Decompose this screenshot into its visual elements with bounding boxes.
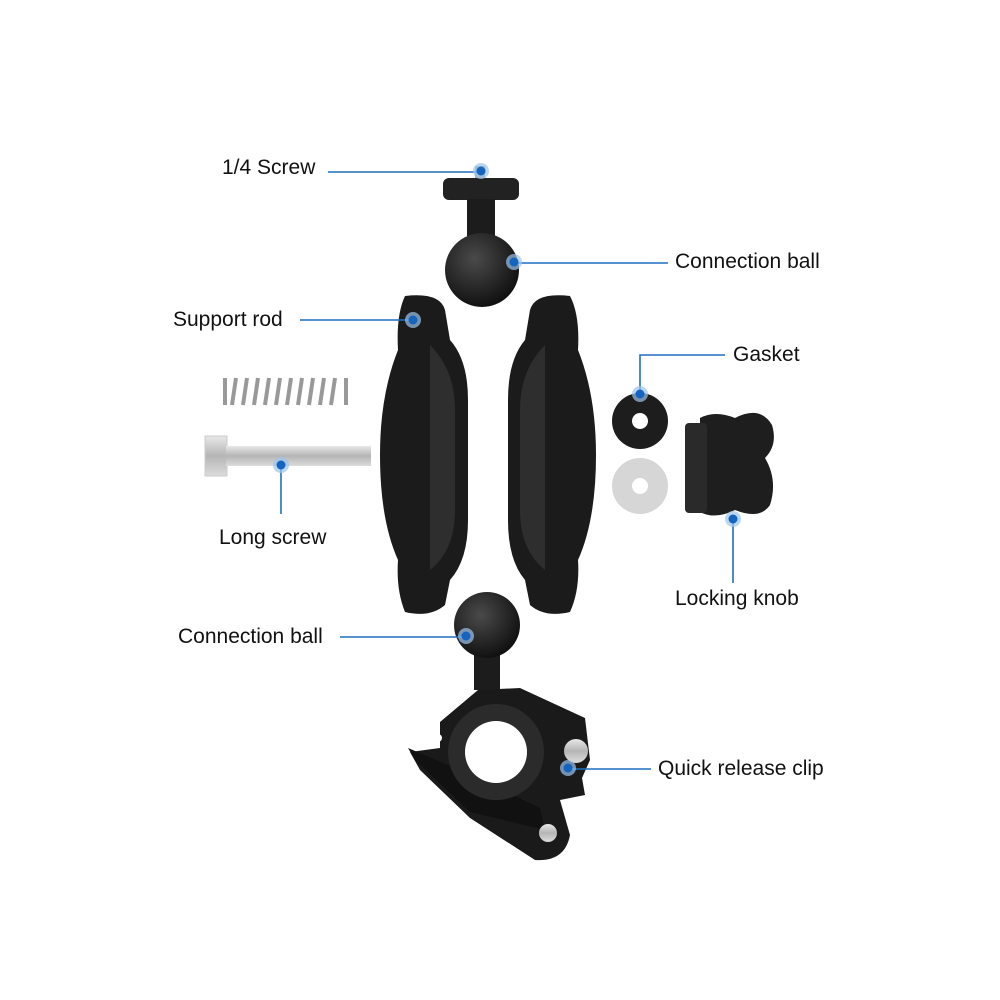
label-long-screw: Long screw	[219, 526, 327, 549]
label-connection-ball-bottom: Connection ball	[178, 625, 323, 648]
callout-dot	[632, 386, 648, 402]
callout-dot	[273, 457, 289, 473]
quick-release-clip-part	[408, 688, 590, 861]
label-support-rod: Support rod	[173, 308, 283, 331]
callout-dot	[560, 760, 576, 776]
long-screw-part	[204, 435, 371, 477]
gasket-part	[612, 393, 668, 514]
callout-dots	[273, 163, 741, 776]
support-rod-right	[508, 295, 596, 614]
callout-dot	[473, 163, 489, 179]
label-quick-release-clip: Quick release clip	[658, 757, 824, 780]
callout-dot	[458, 628, 474, 644]
label-connection-ball-top: Connection ball	[675, 250, 820, 273]
leader-lines	[280, 171, 734, 770]
callout-dot	[506, 254, 522, 270]
label-locking-knob: Locking knob	[675, 587, 799, 610]
label-quarter-screw: 1/4 Screw	[222, 156, 316, 179]
label-gasket: Gasket	[733, 343, 800, 366]
support-rod-left	[380, 295, 468, 614]
spring-part	[223, 377, 348, 406]
top-mount-part	[443, 166, 519, 307]
callout-dot	[405, 312, 421, 328]
locking-knob-part	[685, 412, 774, 516]
callout-dot	[725, 511, 741, 527]
